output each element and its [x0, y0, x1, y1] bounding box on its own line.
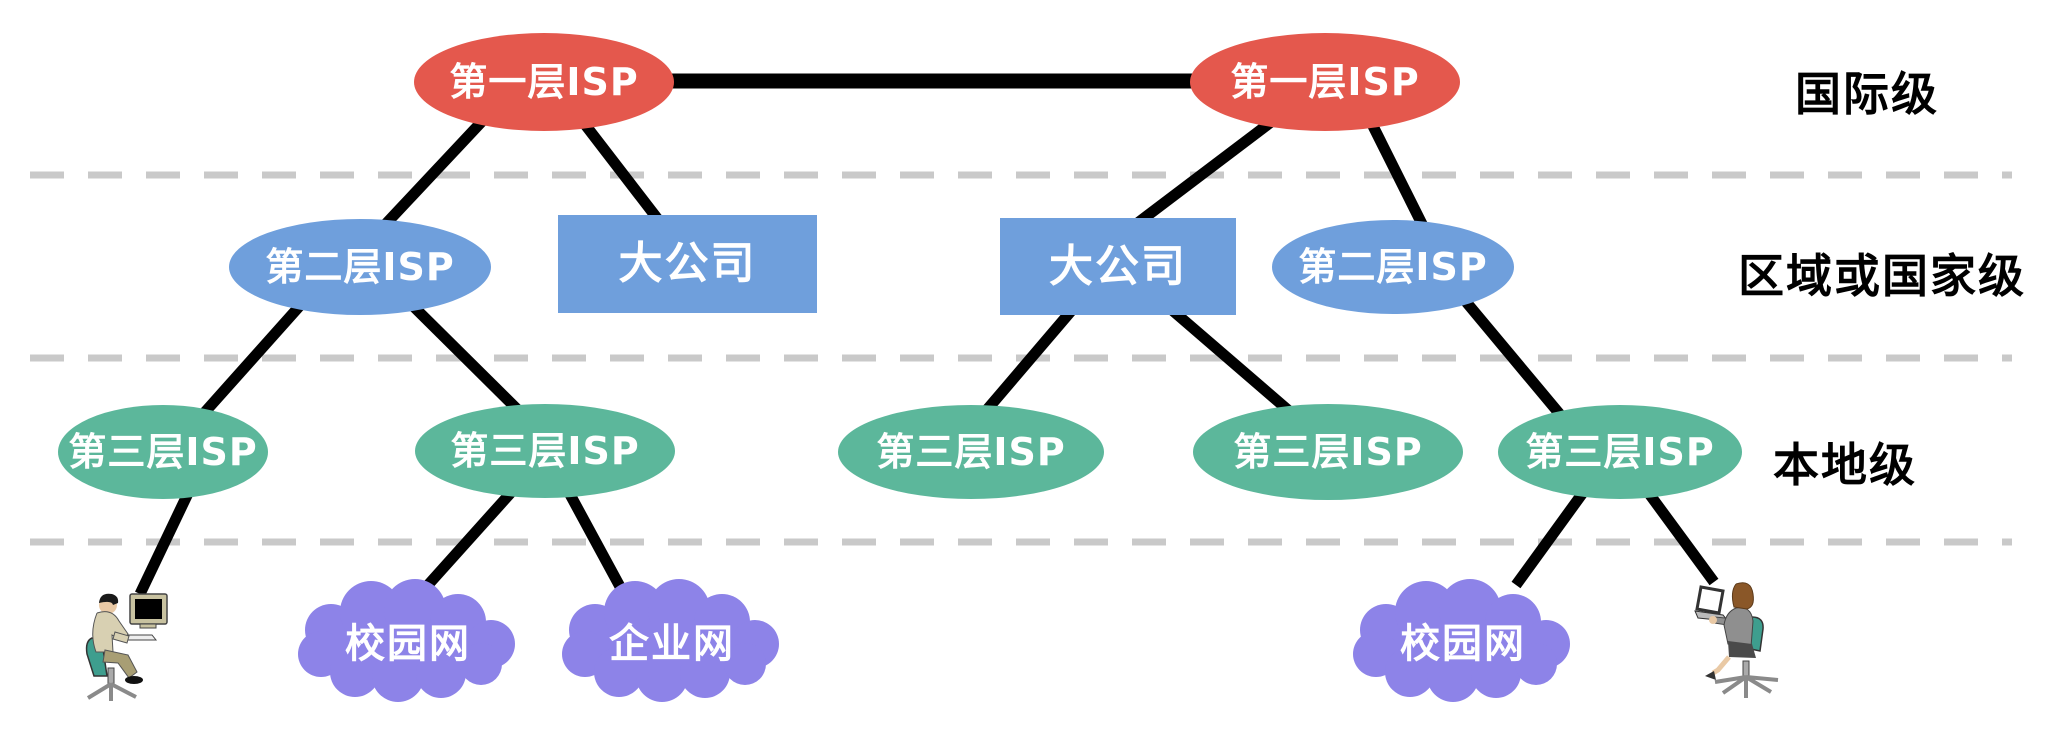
- edge-tier3isp5-campusright: [1511, 479, 1595, 589]
- edge-tier1left-bigcoleft: [575, 114, 665, 226]
- node-label: 校园网: [345, 621, 471, 667]
- node-tier3-isp-5: 第三层ISP: [1498, 405, 1742, 499]
- edge-tier3isp5-userright: [1637, 480, 1719, 586]
- node-big-company-right: 大公司: [1000, 218, 1236, 315]
- node-label: 第一层ISP: [1230, 60, 1420, 104]
- node-campus-network-right: 校园网: [1348, 578, 1578, 702]
- node-label: 第三层ISP: [1233, 430, 1423, 474]
- node-label: 第一层ISP: [449, 60, 639, 104]
- node-tier1-isp-right: 第一层ISP: [1190, 33, 1460, 131]
- level-label-regional: 区域或国家级: [1738, 249, 2026, 303]
- node-campus-network-left: 校园网: [293, 578, 523, 702]
- edge-tier3isp1-userleft: [135, 482, 197, 597]
- cloud-shape: [298, 579, 515, 702]
- node-tier3-isp-4: 第三层ISP: [1193, 404, 1463, 500]
- cloud-shape: [562, 579, 779, 702]
- edge-tier2left-tier3isp2: [406, 299, 524, 416]
- edge-bigcoright-tier3isp4: [1168, 305, 1292, 415]
- node-label: 大公司: [1049, 240, 1187, 292]
- node-label: 第二层ISP: [265, 245, 455, 289]
- level-label-local: 本地级: [1773, 438, 1917, 492]
- node-enterprise-network: 企业网: [557, 578, 787, 702]
- edge-tier3isp2-enterprise: [561, 484, 629, 597]
- man-at-computer-clipart: [85, 593, 168, 701]
- node-tier2-isp-right: 第二层ISP: [1272, 220, 1514, 314]
- edge-tier1left-tier2left: [377, 111, 493, 232]
- woman-at-laptop-clipart: [1694, 582, 1779, 698]
- node-label: 第三层ISP: [450, 429, 640, 473]
- cloud-shape: [1353, 579, 1570, 702]
- node-tier3-isp-1: 第三层ISP: [58, 405, 268, 499]
- node-tier3-isp-3: 第三层ISP: [838, 405, 1104, 499]
- node-label: 第三层ISP: [1525, 430, 1715, 474]
- node-tier1-isp-left: 第一层ISP: [414, 33, 674, 131]
- node-label: 第三层ISP: [876, 430, 1066, 474]
- edge-tier1right-tier2right: [1363, 113, 1430, 233]
- level-label-international: 国际级: [1795, 67, 1939, 121]
- node-tier2-isp-left: 第二层ISP: [229, 219, 491, 315]
- node-label: 第二层ISP: [1298, 245, 1488, 289]
- edge-tier2left-tier3isp1: [200, 296, 310, 416]
- node-label: 大公司: [618, 238, 757, 289]
- edge-bigcoright-tier3isp3: [980, 306, 1077, 416]
- node-tier3-isp-2: 第三层ISP: [415, 404, 675, 498]
- node-label: 企业网: [609, 621, 735, 667]
- edge-tier3isp2-campusleft: [423, 483, 521, 589]
- edge-tier1right-bigcoright: [1131, 108, 1287, 230]
- node-big-company-left: 大公司: [558, 215, 817, 313]
- edge-tier2right-tier3isp5: [1457, 293, 1573, 428]
- node-label: 校园网: [1400, 621, 1526, 667]
- node-label: 第三层ISP: [68, 430, 258, 474]
